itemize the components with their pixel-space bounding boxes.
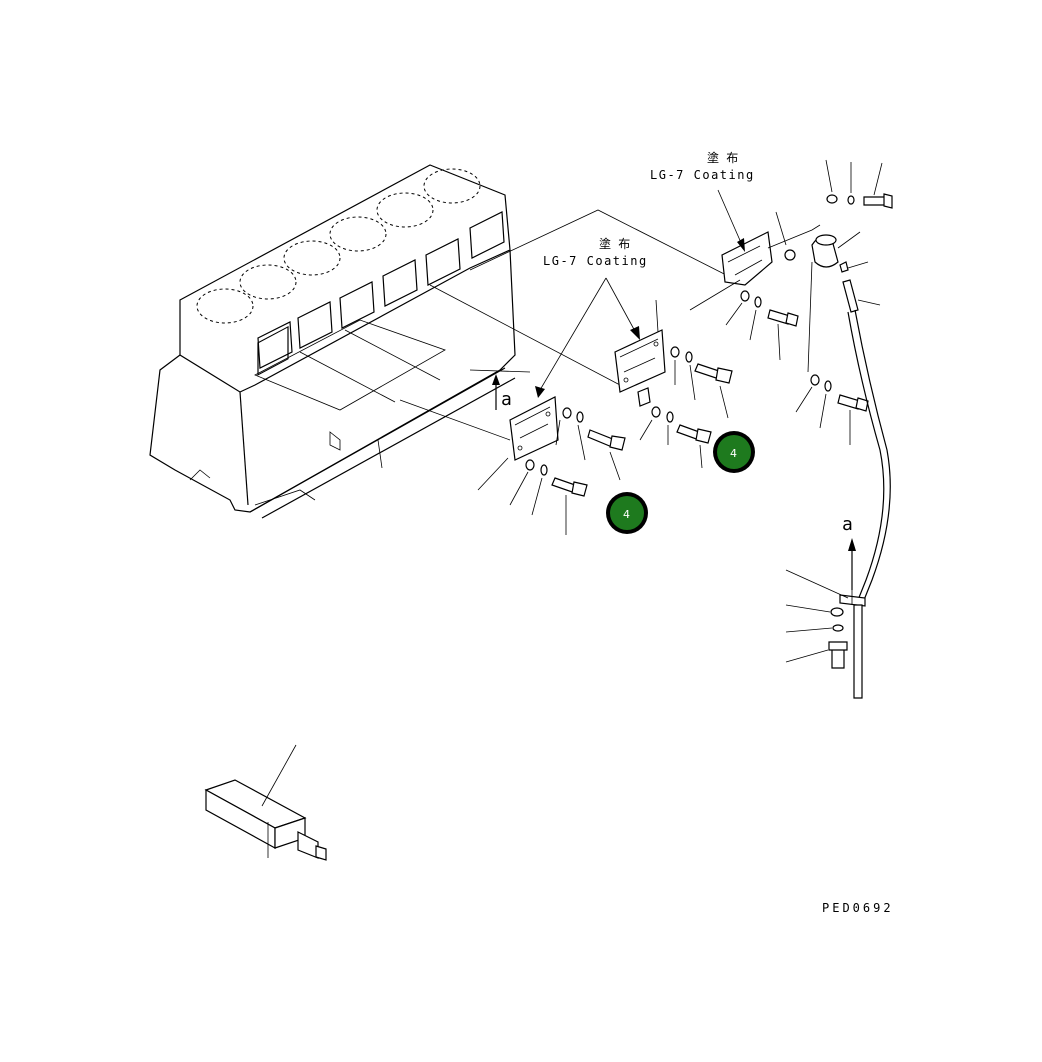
breather-assembly bbox=[689, 159, 893, 699]
view-marker-left: a bbox=[501, 389, 512, 410]
side-cover-lower bbox=[509, 396, 559, 461]
reference-badge[interactable]: 4 bbox=[606, 492, 648, 534]
coating-note-upper: 塗 布 LG-7 Coating bbox=[650, 150, 755, 182]
coating-note-lower-en: LG-7 Coating bbox=[543, 254, 648, 268]
coating-arrows bbox=[535, 189, 745, 398]
engine-block bbox=[149, 164, 516, 519]
detail-part bbox=[204, 744, 327, 861]
view-arrows bbox=[492, 374, 856, 590]
coating-note-upper-jp: 塗 布 bbox=[707, 150, 738, 165]
coating-note-lower: 塗 布 LG-7 Coating bbox=[543, 236, 648, 268]
reference-badge-label: 4 bbox=[730, 447, 737, 460]
figure-code: PED0692 bbox=[822, 901, 894, 915]
coating-note-upper-en: LG-7 Coating bbox=[650, 168, 755, 182]
reference-badge[interactable]: 4 bbox=[713, 431, 755, 473]
fastener-set-lower bbox=[477, 299, 733, 535]
assembly-leaders bbox=[399, 209, 741, 441]
view-marker-right: a bbox=[842, 514, 853, 535]
coating-note-lower-jp: 塗 布 bbox=[599, 236, 630, 251]
side-cover-upper bbox=[614, 329, 666, 407]
reference-badge-label: 4 bbox=[623, 508, 630, 521]
